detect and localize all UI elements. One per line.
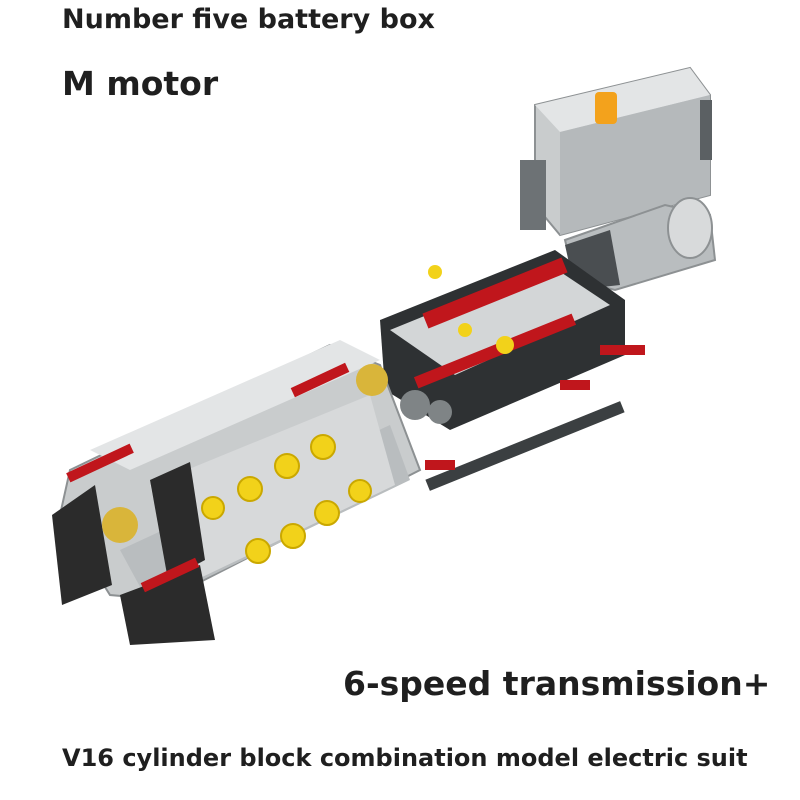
red-pins bbox=[66, 345, 645, 593]
v16-engine-block bbox=[52, 340, 645, 645]
transmission bbox=[380, 250, 625, 491]
motor-label: M motor bbox=[62, 64, 219, 103]
transmission-label: 6-speed transmission+ bbox=[343, 664, 771, 703]
cylinder-pistons bbox=[201, 434, 372, 564]
battery-box bbox=[520, 66, 712, 237]
battery-box-label: Number five battery box bbox=[62, 4, 435, 35]
suit-label: V16 cylinder block combination model ele… bbox=[62, 744, 748, 772]
switch-icon bbox=[595, 92, 617, 124]
